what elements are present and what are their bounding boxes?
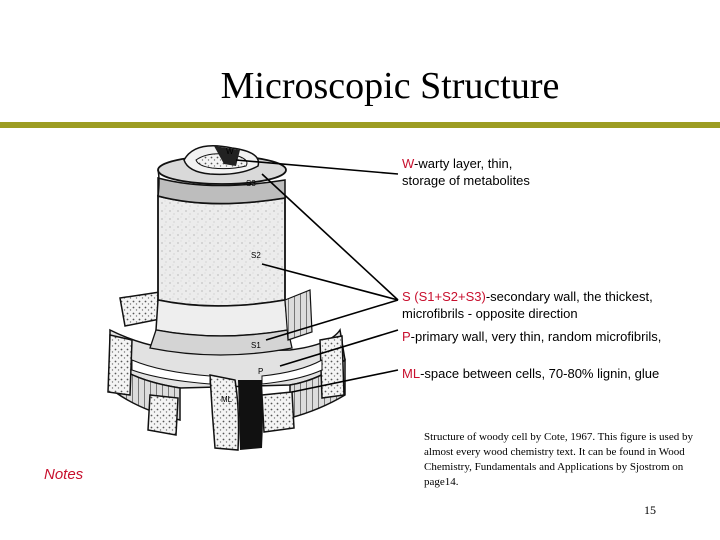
figure-label-w: W (226, 147, 234, 156)
annotation-secondary-text-2: microfibrils - opposite direction (402, 306, 578, 321)
figure-caption: Structure of woody cell by Cote, 1967. T… (424, 430, 716, 490)
annotation-primary-wall: P-primary wall, very thin, random microf… (402, 328, 661, 345)
notes-label: Notes (44, 466, 83, 483)
figure-label-s3: S3 (246, 179, 256, 188)
page-number: 15 (644, 503, 656, 518)
annotation-primary-key: P (402, 329, 411, 344)
figure-label-s2: S2 (251, 251, 261, 260)
annotation-warty-layer: W-warty layer, thin, storage of metaboli… (402, 155, 530, 189)
annotation-ml-text: -space between cells, 70-80% lignin, glu… (420, 366, 659, 381)
annotation-middle-lamella: ML-space between cells, 70-80% lignin, g… (402, 365, 659, 382)
cell-column (150, 146, 312, 355)
figure-label-s1: S1 (251, 341, 261, 350)
annotation-warty-key: W (402, 156, 414, 171)
figure-label-ml: ML (221, 395, 233, 404)
annotation-warty-text: -warty layer, thin, (414, 156, 512, 171)
annotation-ml-key: ML (402, 366, 420, 381)
annotation-secondary-wall: S (S1+S2+S3)-secondary wall, the thickes… (402, 288, 653, 322)
annotation-primary-text: -primary wall, very thin, random microfi… (411, 329, 662, 344)
figure-label-p: P (258, 367, 263, 376)
annotation-secondary-key: S (S1+S2+S3) (402, 289, 486, 304)
annotation-secondary-text: -secondary wall, the thickest, (486, 289, 653, 304)
annotation-warty-text-2: storage of metabolites (402, 173, 530, 188)
